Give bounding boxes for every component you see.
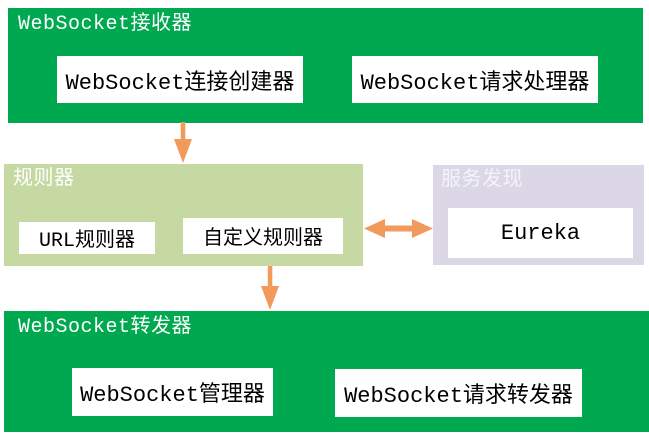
double-arrow-icon xyxy=(364,217,433,240)
discovery-section-title: 服务发现 xyxy=(441,169,523,192)
url-ruler-box: URL规则器 xyxy=(19,222,155,254)
receiver-section-title: WebSocket接收器 xyxy=(18,13,193,36)
eureka-box: Eureka xyxy=(448,208,633,258)
request-forwarder-box: WebSocket请求转发器 xyxy=(335,369,582,417)
websocket-manager-box: WebSocket管理器 xyxy=(72,368,273,416)
forwarder-section-title: WebSocket转发器 xyxy=(18,316,193,339)
discovery-section: 服务发现 Eureka xyxy=(433,165,644,265)
receiver-section: WebSocket接收器 WebSocket连接创建器 WebSocket请求处… xyxy=(8,8,643,123)
custom-ruler-box: 自定义规则器 xyxy=(183,218,343,254)
connection-creator-box: WebSocket连接创建器 xyxy=(57,56,303,103)
ruler-section-title: 规则器 xyxy=(13,168,75,191)
request-handler-box: WebSocket请求处理器 xyxy=(352,56,598,103)
down-arrow-icon xyxy=(257,266,283,310)
down-arrow-icon xyxy=(170,122,196,163)
ruler-section: 规则器 URL规则器 自定义规则器 xyxy=(4,164,363,266)
forwarder-section: WebSocket转发器 WebSocket管理器 WebSocket请求转发器 xyxy=(4,311,649,432)
